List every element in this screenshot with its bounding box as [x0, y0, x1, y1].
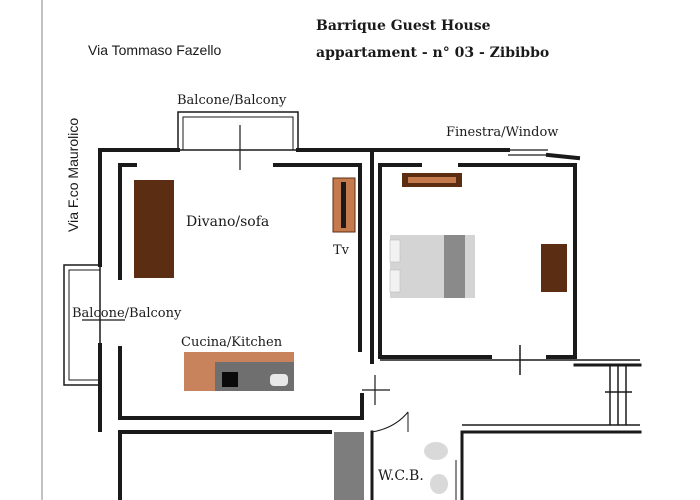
balcony-left	[63, 264, 125, 386]
balcony-top-outline	[177, 111, 299, 151]
wc-door-arc	[371, 411, 409, 433]
shower-tray	[334, 432, 364, 500]
stove-icon	[222, 372, 238, 387]
wall-bedroom-right	[458, 163, 577, 359]
tv-screen	[341, 182, 346, 228]
wardrobe-inner	[408, 177, 456, 183]
pillow-icon	[389, 269, 401, 293]
tv	[332, 177, 356, 233]
balcony-top-inner	[182, 116, 294, 151]
bed-band	[444, 235, 465, 298]
toilet-icon	[430, 474, 448, 494]
wc-label: W.C.B.	[378, 468, 424, 484]
sofa-label: Divano/sofa	[186, 214, 269, 230]
walls	[98, 148, 642, 500]
wc-window	[455, 460, 463, 500]
wall-bedroom-left	[378, 163, 492, 359]
window-label: Finestra/Window	[446, 125, 558, 140]
wall-inner-right	[273, 163, 362, 352]
entrance-door	[362, 375, 390, 405]
balcony-left-label: Balcone/Balcony	[72, 306, 182, 321]
street-label-left: Via F.co Maurolico	[65, 118, 81, 232]
balcony-left-inner	[68, 269, 101, 381]
wc-door	[371, 411, 409, 433]
dresser	[541, 244, 567, 292]
double-bed	[389, 235, 475, 298]
kitchen-counter	[184, 352, 294, 391]
wall-bottom-left	[118, 430, 332, 500]
pillow-icon	[389, 239, 401, 263]
sink-icon	[270, 374, 288, 386]
corridor-lines	[380, 345, 640, 426]
wall-top-left	[98, 148, 180, 267]
street-label-top: Via Tommaso Fazello	[88, 42, 222, 58]
wall-living-bottom	[118, 346, 364, 420]
wall-inner-left	[118, 163, 137, 280]
apartment-subtitle: appartament - n° 03 - Zibibbo	[316, 45, 549, 61]
wall-top-right	[545, 152, 581, 161]
tv-label: Tv	[333, 243, 350, 258]
guest-house-title: Barrique Guest House	[316, 18, 491, 34]
balcony-top-label: Balcone/Balcony	[177, 93, 287, 108]
sofa	[134, 180, 174, 278]
balcony-top	[177, 111, 299, 170]
washbasin-icon	[424, 442, 448, 460]
window-top	[508, 149, 548, 156]
kitchen-label: Cucina/Kitchen	[181, 335, 283, 350]
